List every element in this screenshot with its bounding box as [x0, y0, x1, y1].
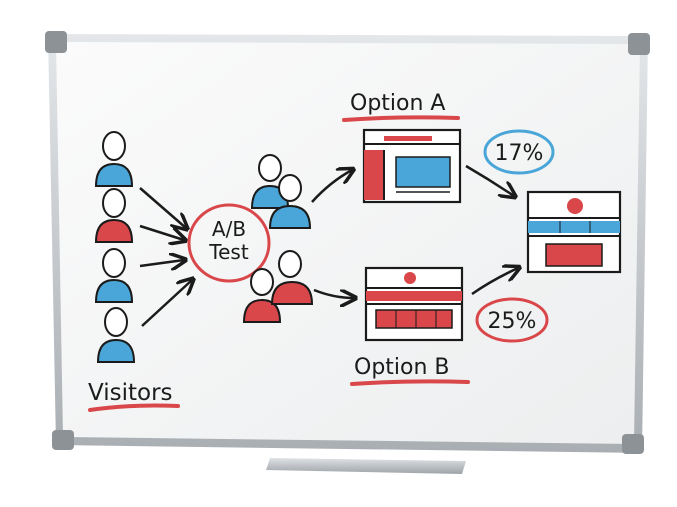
- visitor-person-icon: [94, 248, 134, 303]
- option-b-rate-circle: [475, 297, 549, 343]
- corner-cap: [52, 430, 74, 450]
- visitor-person-icon: [96, 307, 136, 363]
- arrow-icon: [141, 280, 192, 327]
- arrow-icon: [311, 170, 352, 203]
- winning-page-mockup-icon: [526, 190, 622, 274]
- corner-cap: [622, 434, 644, 454]
- arrow-icon: [313, 288, 354, 298]
- option-b-page-mockup-icon: [364, 266, 464, 342]
- visitors-group: Visitors: [88, 131, 180, 412]
- corner-cap: [45, 31, 67, 53]
- arrow-icon: [471, 268, 518, 296]
- arrow-icon: [139, 187, 186, 228]
- group-b-people-icon: [242, 250, 314, 323]
- option-b-label: Option B: [354, 355, 450, 380]
- board-frame: [45, 31, 650, 474]
- group-a-people-icon: [250, 154, 312, 229]
- option-b-rate: 25%: [488, 309, 537, 334]
- option-a-rate-circle: [483, 129, 555, 175]
- marker-tray: [266, 458, 466, 474]
- visitors-underline: [88, 403, 180, 412]
- visitor-arrows: [139, 187, 192, 327]
- option-a-page-mockup-icon: [362, 128, 462, 204]
- ab-test-label-line2: Test: [208, 240, 249, 264]
- corner-cap: [628, 33, 650, 55]
- ab-test-label-line1: A/B: [212, 217, 246, 241]
- option-a-node: Option A 17%: [342, 91, 555, 204]
- option-b-underline: [350, 379, 470, 386]
- option-b-node: Option B 25%: [350, 266, 549, 386]
- visitors-label: Visitors: [88, 380, 173, 406]
- arrow-icon: [139, 260, 184, 266]
- ab-test-node: A/B Test: [187, 203, 271, 283]
- arrow-icon: [139, 224, 184, 240]
- option-a-label: Option A: [350, 91, 445, 116]
- visitor-person-icon: [94, 188, 134, 243]
- visitor-person-icon: [94, 131, 134, 187]
- arrow-icon: [465, 164, 514, 196]
- option-a-rate: 17%: [495, 141, 544, 166]
- option-a-underline: [342, 115, 460, 122]
